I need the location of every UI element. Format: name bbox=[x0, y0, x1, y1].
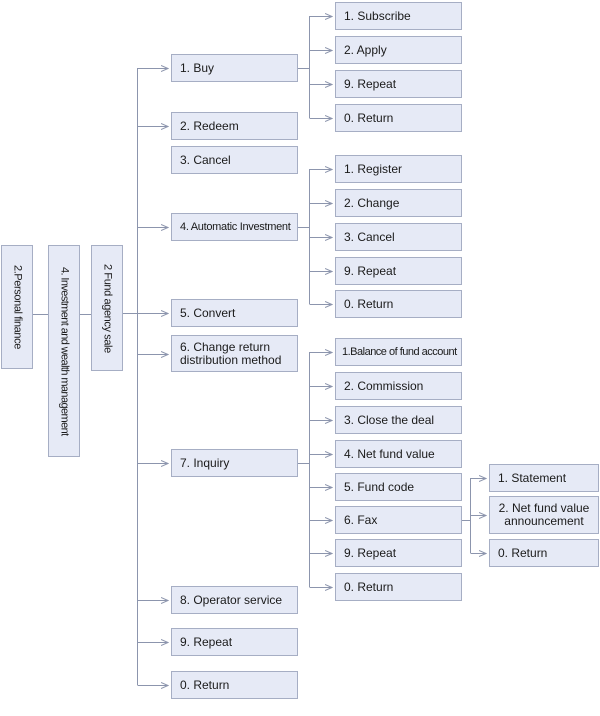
node-buy-subscribe: 1. Subscribe bbox=[335, 2, 462, 30]
node-return: 0. Return bbox=[171, 671, 298, 699]
node-inq-return: 0. Return bbox=[335, 573, 462, 601]
node-buy-repeat: 9. Repeat bbox=[335, 70, 462, 98]
node-fax-announcement: 2. Net fund value announcement bbox=[489, 496, 599, 534]
node-inq-close-deal: 3. Close the deal bbox=[335, 406, 462, 434]
node-fax-statement: 1. Statement bbox=[489, 464, 599, 492]
node-convert: 5. Convert bbox=[171, 299, 298, 327]
node-ai-repeat: 9. Repeat bbox=[335, 257, 462, 285]
node-fund-agency-sale: 2 Fund agency sale bbox=[91, 245, 123, 371]
node-operator-service: 8. Operator service bbox=[171, 586, 298, 614]
node-inq-net-fund-value: 4. Net fund value bbox=[335, 440, 462, 468]
node-inq-repeat: 9. Repeat bbox=[335, 539, 462, 567]
node-inq-commission: 2. Commission bbox=[335, 372, 462, 400]
node-redeem: 2. Redeem bbox=[171, 112, 298, 140]
node-inq-fund-code: 5. Fund code bbox=[335, 473, 462, 501]
node-buy-apply: 2. Apply bbox=[335, 36, 462, 64]
node-cancel: 3. Cancel bbox=[171, 146, 298, 174]
node-ai-cancel: 3. Cancel bbox=[335, 223, 462, 251]
node-inquiry: 7. Inquiry bbox=[171, 449, 298, 477]
node-ai-return: 0. Return bbox=[335, 290, 462, 318]
node-inq-fax: 6. Fax bbox=[335, 506, 462, 534]
node-investment-wealth-management: 4. Investment and wealth management bbox=[48, 245, 80, 457]
node-fax-return: 0. Return bbox=[489, 539, 599, 567]
node-automatic-investment: 4. Automatic Investment bbox=[171, 213, 298, 241]
node-buy: 1. Buy bbox=[171, 54, 298, 82]
node-repeat: 9. Repeat bbox=[171, 628, 298, 656]
node-buy-return: 0. Return bbox=[335, 104, 462, 132]
node-ai-register: 1. Register bbox=[335, 155, 462, 183]
node-change-return-distribution: 6. Change return distribution method bbox=[171, 335, 298, 372]
node-ai-change: 2. Change bbox=[335, 189, 462, 217]
node-personal-finance: 2.Personal finance bbox=[1, 245, 33, 369]
node-inq-balance: 1.Balance of fund account bbox=[335, 338, 462, 366]
